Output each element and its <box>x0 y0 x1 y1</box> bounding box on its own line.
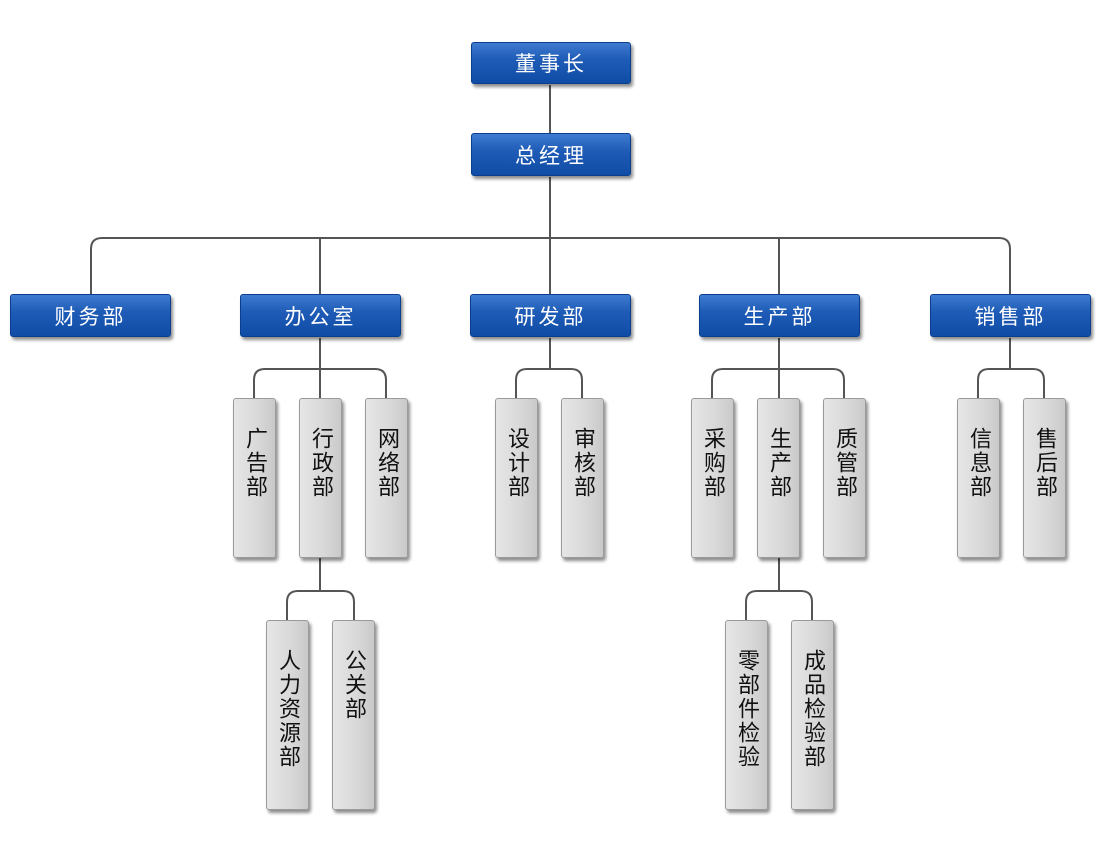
department-label: 生产部 <box>743 304 816 329</box>
subunit-pr-box: 公关部 <box>332 620 375 810</box>
subunit-label: 审核部 <box>570 427 595 499</box>
subunit-quality-box: 质管部 <box>823 398 866 558</box>
chairman-label: 董事长 <box>515 52 587 76</box>
subunit-production-box: 生产部 <box>757 398 800 558</box>
subunit-after-sales-box: 售后部 <box>1023 398 1066 558</box>
connector-produnit-sub-bus <box>745 590 813 620</box>
subunit-review-box: 审核部 <box>561 398 604 558</box>
subunit-advertising-box: 广告部 <box>233 398 276 558</box>
subunit-admin-box: 行政部 <box>299 398 342 558</box>
subunit-label: 生产部 <box>766 427 791 499</box>
subunit-label: 网络部 <box>374 427 399 499</box>
subunit-label: 质管部 <box>832 427 857 499</box>
general-manager-box: 总经理 <box>471 133 631 176</box>
connector-sales-sub-bus <box>977 368 1045 398</box>
subunit-network-box: 网络部 <box>365 398 408 558</box>
subunit-label: 采购部 <box>700 427 725 499</box>
department-office-box: 办公室 <box>240 294 401 337</box>
department-label: 研发部 <box>514 304 587 329</box>
connector-rd-sub-bus <box>515 368 583 398</box>
department-label: 销售部 <box>974 304 1047 329</box>
subunit-label: 广告部 <box>242 427 267 499</box>
subunit-label: 信息部 <box>966 427 991 499</box>
subunit-label: 设计部 <box>504 427 529 499</box>
connector-dept-bus <box>90 237 1011 294</box>
department-rd-box: 研发部 <box>470 294 631 337</box>
department-label: 办公室 <box>284 304 357 329</box>
subunit-label: 售后部 <box>1032 427 1057 499</box>
department-label: 财务部 <box>54 304 127 329</box>
subunit-parts-inspection-box: 零部件检验 <box>725 620 768 810</box>
department-production-box: 生产部 <box>699 294 860 337</box>
subunit-label: 公关部 <box>341 649 366 721</box>
general-manager-label: 总经理 <box>515 143 587 168</box>
subunit-purchasing-box: 采购部 <box>691 398 734 558</box>
department-finance-box: 财务部 <box>10 294 171 337</box>
subunit-label: 人力资源部 <box>275 649 300 769</box>
connector-admin-sub-bus <box>286 590 355 620</box>
subunit-product-inspection-box: 成品检验部 <box>791 620 834 810</box>
subunit-hr-box: 人力资源部 <box>266 620 309 810</box>
subunit-label: 行政部 <box>308 427 333 499</box>
chairman-box: 董事长 <box>471 42 631 84</box>
subunit-information-box: 信息部 <box>957 398 1000 558</box>
subunit-label: 成品检验部 <box>800 649 825 769</box>
subunit-design-box: 设计部 <box>495 398 538 558</box>
subunit-label: 零部件检验 <box>734 649 759 769</box>
department-sales-box: 销售部 <box>930 294 1091 337</box>
